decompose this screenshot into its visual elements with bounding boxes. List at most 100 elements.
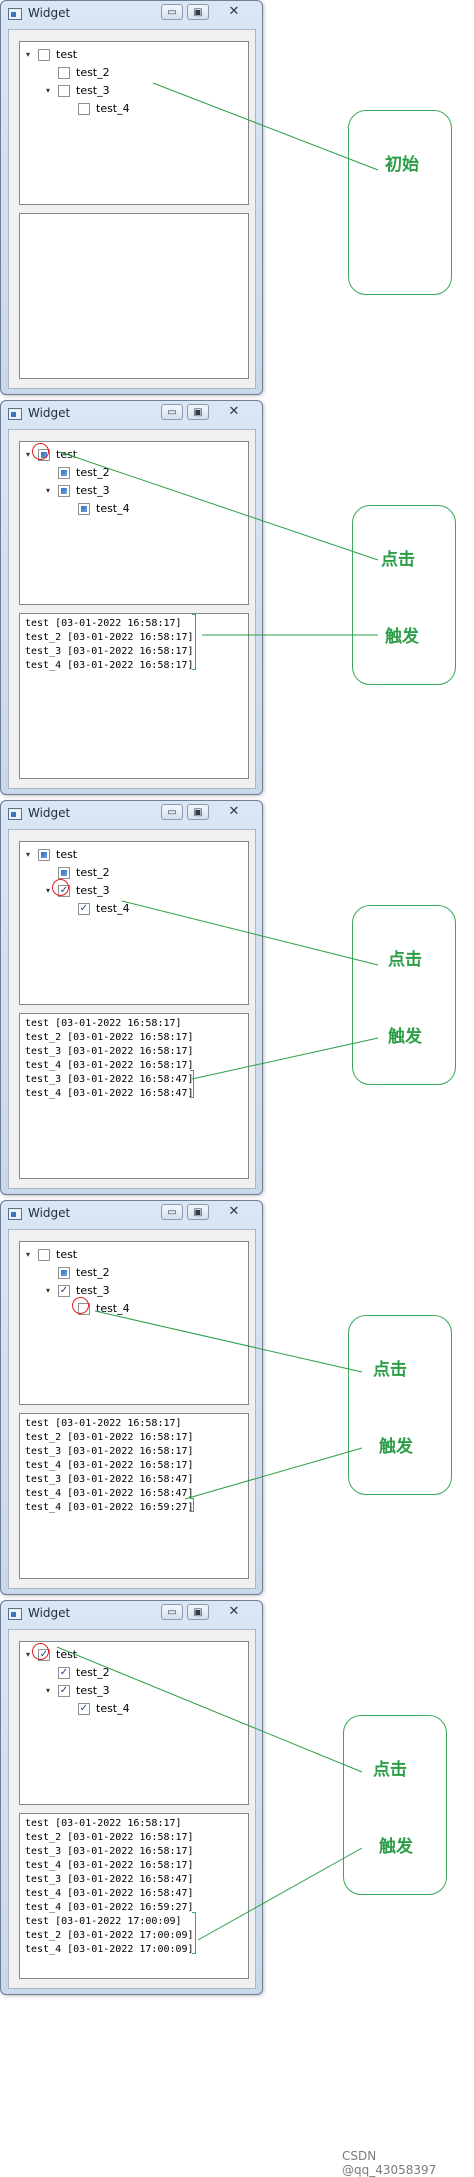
checkbox[interactable] xyxy=(58,67,70,79)
log-line: test_2 [03-01-2022 16:58:17] xyxy=(25,1832,194,1843)
tree-item-label: test_3 xyxy=(76,1684,110,1697)
title-bar[interactable]: Widget▭▣✕ xyxy=(1,1,262,27)
expander-icon[interactable]: ▾ xyxy=(26,1250,31,1259)
tree-widget[interactable]: ▾ test test_2 ▾ test_3 test_4 xyxy=(19,1241,249,1405)
maximize-button[interactable]: ▣ xyxy=(187,1204,209,1220)
log-lines: test [03-01-2022 16:58:17] test_2 [03-01-… xyxy=(25,1817,194,1957)
close-button[interactable]: ✕ xyxy=(228,1204,240,1219)
tree-item-label: test xyxy=(56,1248,78,1261)
minimize-button[interactable]: ▭ xyxy=(161,404,183,420)
log-text-edit[interactable] xyxy=(19,213,249,379)
annotation-box xyxy=(343,1715,447,1895)
checkbox[interactable] xyxy=(58,467,70,479)
maximize-button[interactable]: ▣ xyxy=(187,804,209,820)
close-button[interactable]: ✕ xyxy=(228,804,240,819)
maximize-button[interactable]: ▣ xyxy=(187,1604,209,1620)
log-text-edit[interactable]: test [03-01-2022 16:58:17] test_2 [03-01-… xyxy=(19,1413,249,1579)
checkbox[interactable] xyxy=(58,85,70,97)
minimize-button[interactable]: ▭ xyxy=(161,804,183,820)
expander-icon[interactable]: ▾ xyxy=(46,86,51,95)
log-line: test [03-01-2022 16:58:17] xyxy=(25,1018,182,1029)
annotation-label: 初始 xyxy=(385,155,419,175)
expander-icon[interactable]: ▾ xyxy=(46,886,51,895)
tree-item-label: test_4 xyxy=(96,1302,130,1315)
checkbox[interactable] xyxy=(58,867,70,879)
log-text-edit[interactable]: test [03-01-2022 16:58:17] test_2 [03-01-… xyxy=(19,1813,249,1979)
expander-icon[interactable]: ▾ xyxy=(46,1286,51,1295)
checkbox[interactable] xyxy=(78,903,90,915)
watermark: CSDN @qq_43058397 xyxy=(342,2149,437,2177)
tree-item-label: test_2 xyxy=(76,1266,110,1279)
log-text-edit[interactable]: test [03-01-2022 16:58:17]test_2 [03-01-… xyxy=(19,613,249,779)
tree-item-label: test xyxy=(56,48,78,61)
log-line: test_4 [03-01-2022 16:58:47] xyxy=(25,1088,194,1099)
log-line: test [03-01-2022 16:58:17] xyxy=(25,1818,182,1829)
close-button[interactable]: ✕ xyxy=(228,1604,240,1619)
tree-item-label: test_3 xyxy=(76,1284,110,1297)
log-line: test_3 [03-01-2022 16:58:17] xyxy=(25,1446,194,1457)
close-button[interactable]: ✕ xyxy=(228,4,240,19)
log-line: test_3 [03-01-2022 16:58:17] xyxy=(25,1846,194,1857)
checkbox[interactable] xyxy=(58,485,70,497)
checkbox[interactable] xyxy=(58,1685,70,1697)
log-line: test_3 [03-01-2022 16:58:47] xyxy=(25,1874,194,1885)
maximize-button[interactable]: ▣ xyxy=(187,404,209,420)
expander-icon[interactable]: ▾ xyxy=(26,1650,31,1659)
expander-icon[interactable]: ▾ xyxy=(26,450,31,459)
log-bracket xyxy=(192,1912,196,1954)
expander-icon[interactable]: ▾ xyxy=(26,50,31,59)
minimize-button[interactable]: ▭ xyxy=(161,1204,183,1220)
tree-item-label: test_2 xyxy=(76,466,110,479)
checkbox[interactable] xyxy=(58,1667,70,1679)
minimize-button[interactable]: ▭ xyxy=(161,1604,183,1620)
close-button[interactable]: ✕ xyxy=(228,404,240,419)
checkbox[interactable] xyxy=(78,103,90,115)
expander-icon[interactable]: ▾ xyxy=(46,1686,51,1695)
log-line: test_4 [03-01-2022 16:58:17] xyxy=(25,1860,194,1871)
title-bar[interactable]: Widget▭▣✕ xyxy=(1,801,262,827)
tree-item-label: test_3 xyxy=(76,484,110,497)
annotation-box xyxy=(352,905,456,1085)
title-bar[interactable]: Widget▭▣✕ xyxy=(1,1601,262,1627)
log-line: test_4 [03-01-2022 16:58:17] xyxy=(25,1460,194,1471)
log-text-edit[interactable]: test [03-01-2022 16:58:17]test_2 [03-01-… xyxy=(19,1013,249,1179)
maximize-button[interactable]: ▣ xyxy=(187,4,209,20)
annotation-label: 点击 xyxy=(381,550,415,570)
annotation-box xyxy=(348,1315,452,1495)
log-line: test [03-01-2022 16:58:17] xyxy=(25,1418,182,1429)
checkbox[interactable] xyxy=(38,849,50,861)
checkbox[interactable] xyxy=(58,1285,70,1297)
tree-item-label: test_2 xyxy=(76,1666,110,1679)
minimize-button[interactable]: ▭ xyxy=(161,4,183,20)
log-line: test_4 [03-01-2022 16:58:17] xyxy=(25,660,194,671)
title-bar[interactable]: Widget ▭▣ ✕ xyxy=(1,1201,262,1227)
log-line: test_3 [03-01-2022 16:58:17] xyxy=(25,646,194,657)
checkbox[interactable] xyxy=(38,1249,50,1261)
expander-icon[interactable]: ▾ xyxy=(46,486,51,495)
click-highlight xyxy=(72,1297,89,1314)
log-line: test_4 [03-01-2022 16:59:27] xyxy=(25,1902,194,1913)
window-title: Widget xyxy=(28,1206,71,1220)
log-bracket xyxy=(192,614,196,670)
log-line: test_4 [03-01-2022 16:58:47] xyxy=(25,1888,194,1899)
expander-icon[interactable]: ▾ xyxy=(26,850,31,859)
checkbox[interactable] xyxy=(58,1267,70,1279)
log-line: test_2 [03-01-2022 16:58:17] xyxy=(25,1432,194,1443)
checkbox[interactable] xyxy=(38,49,50,61)
checkbox[interactable] xyxy=(78,503,90,515)
checkbox[interactable] xyxy=(78,1703,90,1715)
annotation-box xyxy=(348,110,452,295)
title-bar[interactable]: Widget▭▣✕ xyxy=(1,401,262,427)
log-line: test [03-01-2022 17:00:09] xyxy=(25,1916,182,1927)
log-bracket xyxy=(190,1498,194,1512)
click-highlight xyxy=(52,879,69,896)
